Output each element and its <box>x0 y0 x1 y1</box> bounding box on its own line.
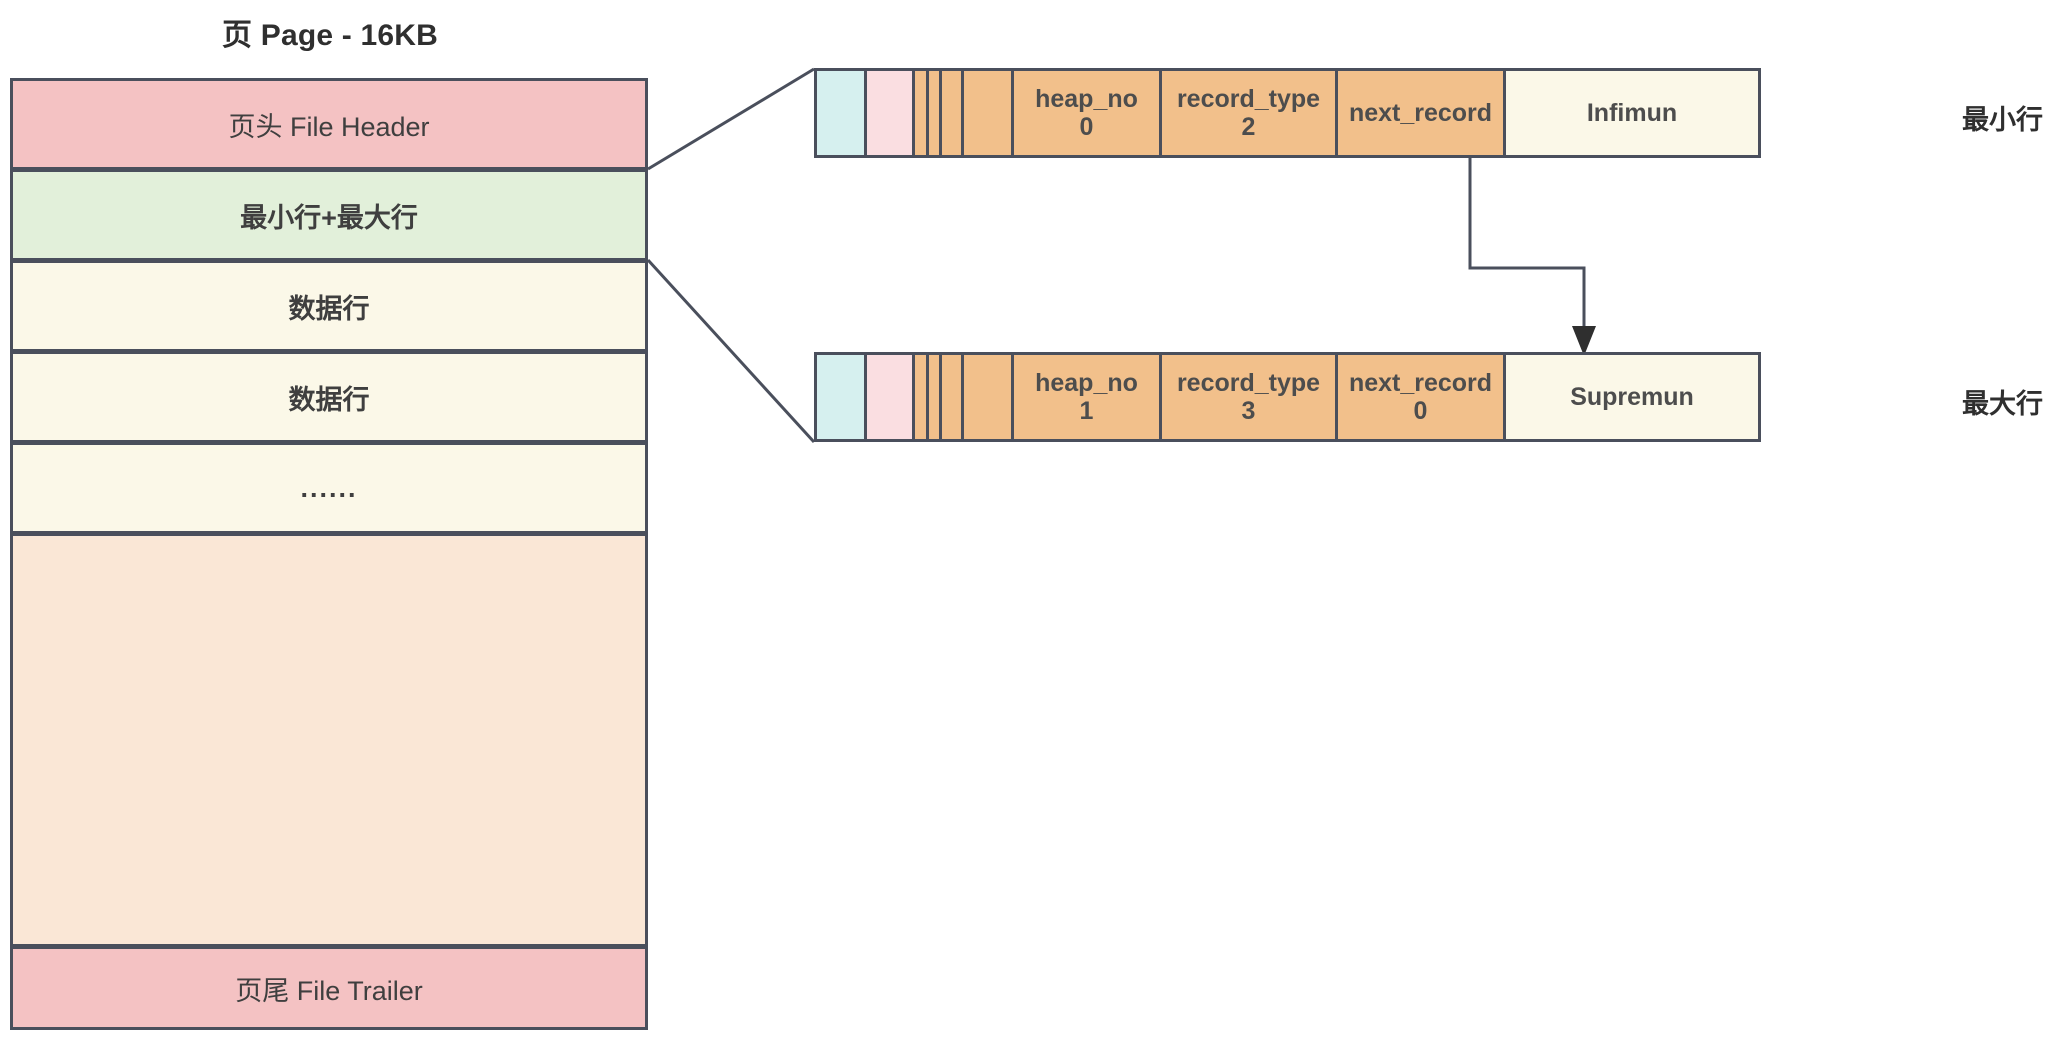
cell-value: 3 <box>1241 397 1256 425</box>
cell-value: 0 <box>1413 397 1428 425</box>
page-segment-ellipsis: ...... <box>10 442 648 534</box>
cell-label: next_record <box>1348 99 1493 127</box>
next-record-pointer-line <box>1468 158 1586 338</box>
cell-narrow-4 <box>961 68 1011 158</box>
page-title: 页 Page - 16KB <box>222 19 438 52</box>
cell-label: next_record <box>1348 369 1493 397</box>
cell-value: 2 <box>1241 113 1256 141</box>
cell-narrow-3 <box>939 68 961 158</box>
cell-narrow-1 <box>912 68 926 158</box>
cell-label: heap_no <box>1035 85 1138 113</box>
page-segment-label: 最小行+最大行 <box>240 202 418 233</box>
page-segment-data-row-1: 数据行 <box>10 260 648 352</box>
page-segment-file-header: 页头 File Header <box>10 78 648 170</box>
cell-narrow-4 <box>961 352 1011 442</box>
page-segment-data-row-2: 数据行 <box>10 351 648 443</box>
page-segment-label: 数据行 <box>288 384 370 415</box>
cell-narrow-2 <box>926 352 939 442</box>
page-segment-label: 数据行 <box>288 293 370 324</box>
cell-value: 0 <box>1079 113 1094 141</box>
page-segment-label: 页头 File Header <box>228 111 430 142</box>
cell-cyan <box>814 68 864 158</box>
cell-label: heap_no <box>1035 369 1138 397</box>
leader-line-infimum <box>647 67 815 171</box>
cell-name: Supremun <box>1503 352 1761 442</box>
side-label-min-row: 最小行 <box>1962 105 2043 135</box>
side-label-max-row: 最大行 <box>1962 389 2043 419</box>
cell-label: Supremun <box>1570 383 1694 411</box>
page-segment-label: 页尾 File Trailer <box>235 975 423 1006</box>
page-segment-free-space <box>10 533 648 947</box>
cell-narrow-1 <box>912 352 926 442</box>
cell-value: 1 <box>1079 397 1094 425</box>
cell-label: record_type <box>1176 85 1321 113</box>
cell-pink <box>864 352 912 442</box>
cell-narrow-2 <box>926 68 939 158</box>
cell-cyan <box>814 352 864 442</box>
cell-next-record: next_record <box>1335 68 1503 158</box>
leader-line-supremum <box>646 258 816 444</box>
cell-narrow-3 <box>939 352 961 442</box>
cell-label: record_type <box>1176 369 1321 397</box>
page-segment-min-max-rows: 最小行+最大行 <box>10 169 648 261</box>
cell-pink <box>864 68 912 158</box>
cell-name: Infimun <box>1503 68 1761 158</box>
page-segment-file-trailer: 页尾 File Trailer <box>10 946 648 1030</box>
page-segment-label: ...... <box>300 472 358 503</box>
cell-label: Infimun <box>1586 99 1678 127</box>
